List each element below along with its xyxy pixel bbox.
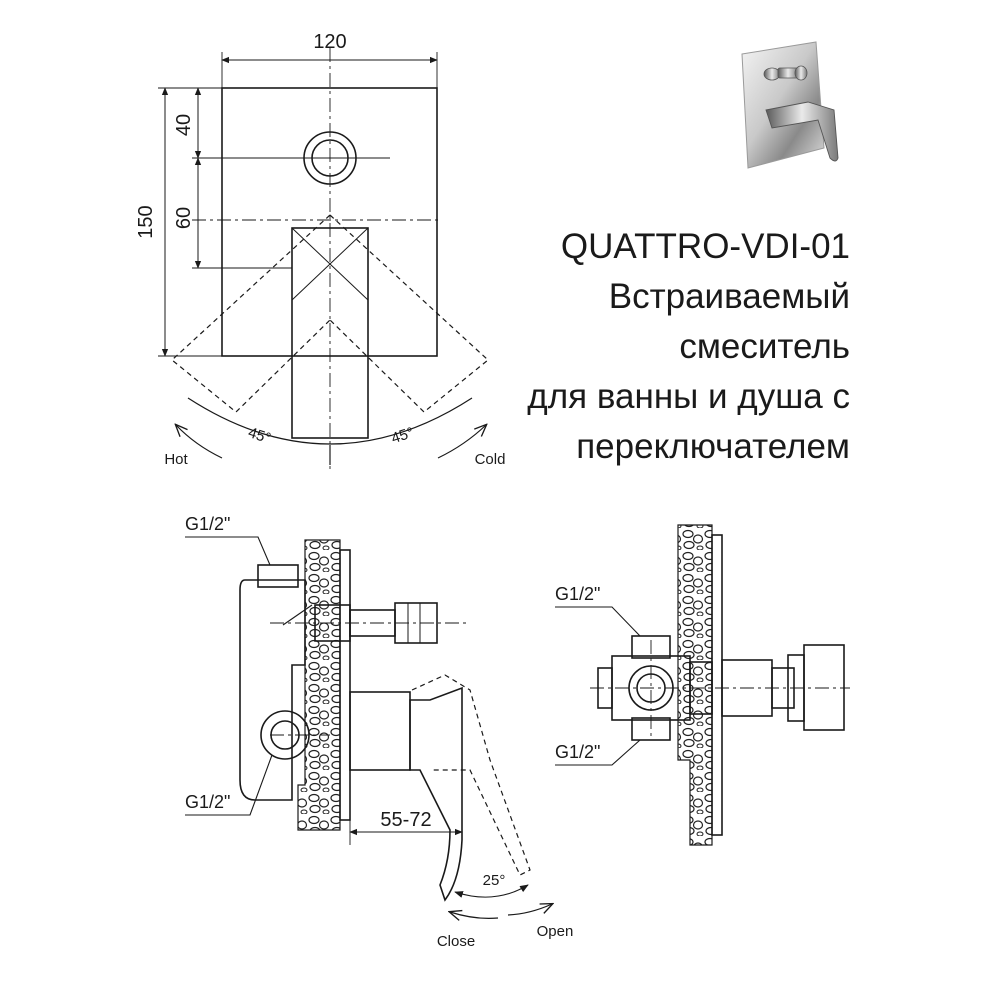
cold-direction-arrow bbox=[437, 425, 486, 459]
description-line: Встраиваемый bbox=[608, 277, 850, 316]
mixer-lever-side bbox=[409, 686, 463, 902]
cover-plate bbox=[221, 87, 438, 357]
side-thread-bottom-label: G1/2" bbox=[185, 792, 230, 812]
cold-label: Cold bbox=[475, 451, 506, 468]
description-line: переключателем bbox=[576, 427, 850, 466]
rotated-handle-right bbox=[329, 214, 489, 413]
lever-end-rear bbox=[803, 644, 845, 731]
hot-label: Hot bbox=[164, 451, 188, 468]
product-photo bbox=[741, 41, 839, 169]
model-name: QUATTRO-VDI-01 bbox=[560, 227, 850, 266]
rear-thread-bottom-label: G1/2" bbox=[555, 742, 600, 762]
rear-view bbox=[555, 524, 850, 846]
top-offset-label: 40 bbox=[173, 114, 195, 136]
product-description: QUATTRO-VDI-01 Встраиваемый смеситель дл… bbox=[527, 222, 850, 472]
front-view bbox=[158, 48, 489, 470]
wall-section-rear bbox=[677, 524, 713, 846]
open-label: Open bbox=[537, 923, 574, 940]
lever-angle-arc bbox=[454, 884, 529, 898]
description-line: смеситель bbox=[679, 327, 850, 366]
cover-plate-side bbox=[339, 549, 351, 821]
width-label: 120 bbox=[313, 31, 346, 53]
side-thread-top-label: G1/2" bbox=[185, 514, 230, 534]
valve-body bbox=[239, 579, 306, 801]
close-label: Close bbox=[437, 933, 475, 950]
depth-label: 55-72 bbox=[380, 809, 431, 831]
rotated-handle-left bbox=[171, 214, 331, 413]
top-inlet bbox=[257, 564, 299, 588]
spacing-label: 60 bbox=[173, 207, 195, 229]
cover-plate-rear bbox=[711, 534, 723, 836]
lever-angle-label: 25° bbox=[483, 872, 506, 889]
hot-direction-arrow bbox=[176, 425, 223, 459]
height-label: 150 bbox=[135, 205, 157, 238]
rear-thread-top-label: G1/2" bbox=[555, 584, 600, 604]
wall-section bbox=[297, 539, 341, 831]
left-angle-label: 45° bbox=[246, 424, 273, 447]
description-line: для ванны и душа с bbox=[527, 377, 850, 416]
lever-open-position bbox=[411, 674, 531, 876]
open-arrow bbox=[507, 904, 552, 916]
side-view-labels: G1/2" G1/2" 55-72 25° Close Open bbox=[185, 514, 573, 950]
close-arrow bbox=[450, 912, 499, 918]
rear-view-labels: G1/2" G1/2" bbox=[555, 584, 600, 762]
side-view bbox=[185, 536, 552, 918]
right-angle-label: 45° bbox=[389, 424, 416, 447]
rotation-arc bbox=[187, 397, 473, 445]
front-view-labels: 120 150 40 60 45° 45° Hot Cold bbox=[135, 31, 505, 468]
